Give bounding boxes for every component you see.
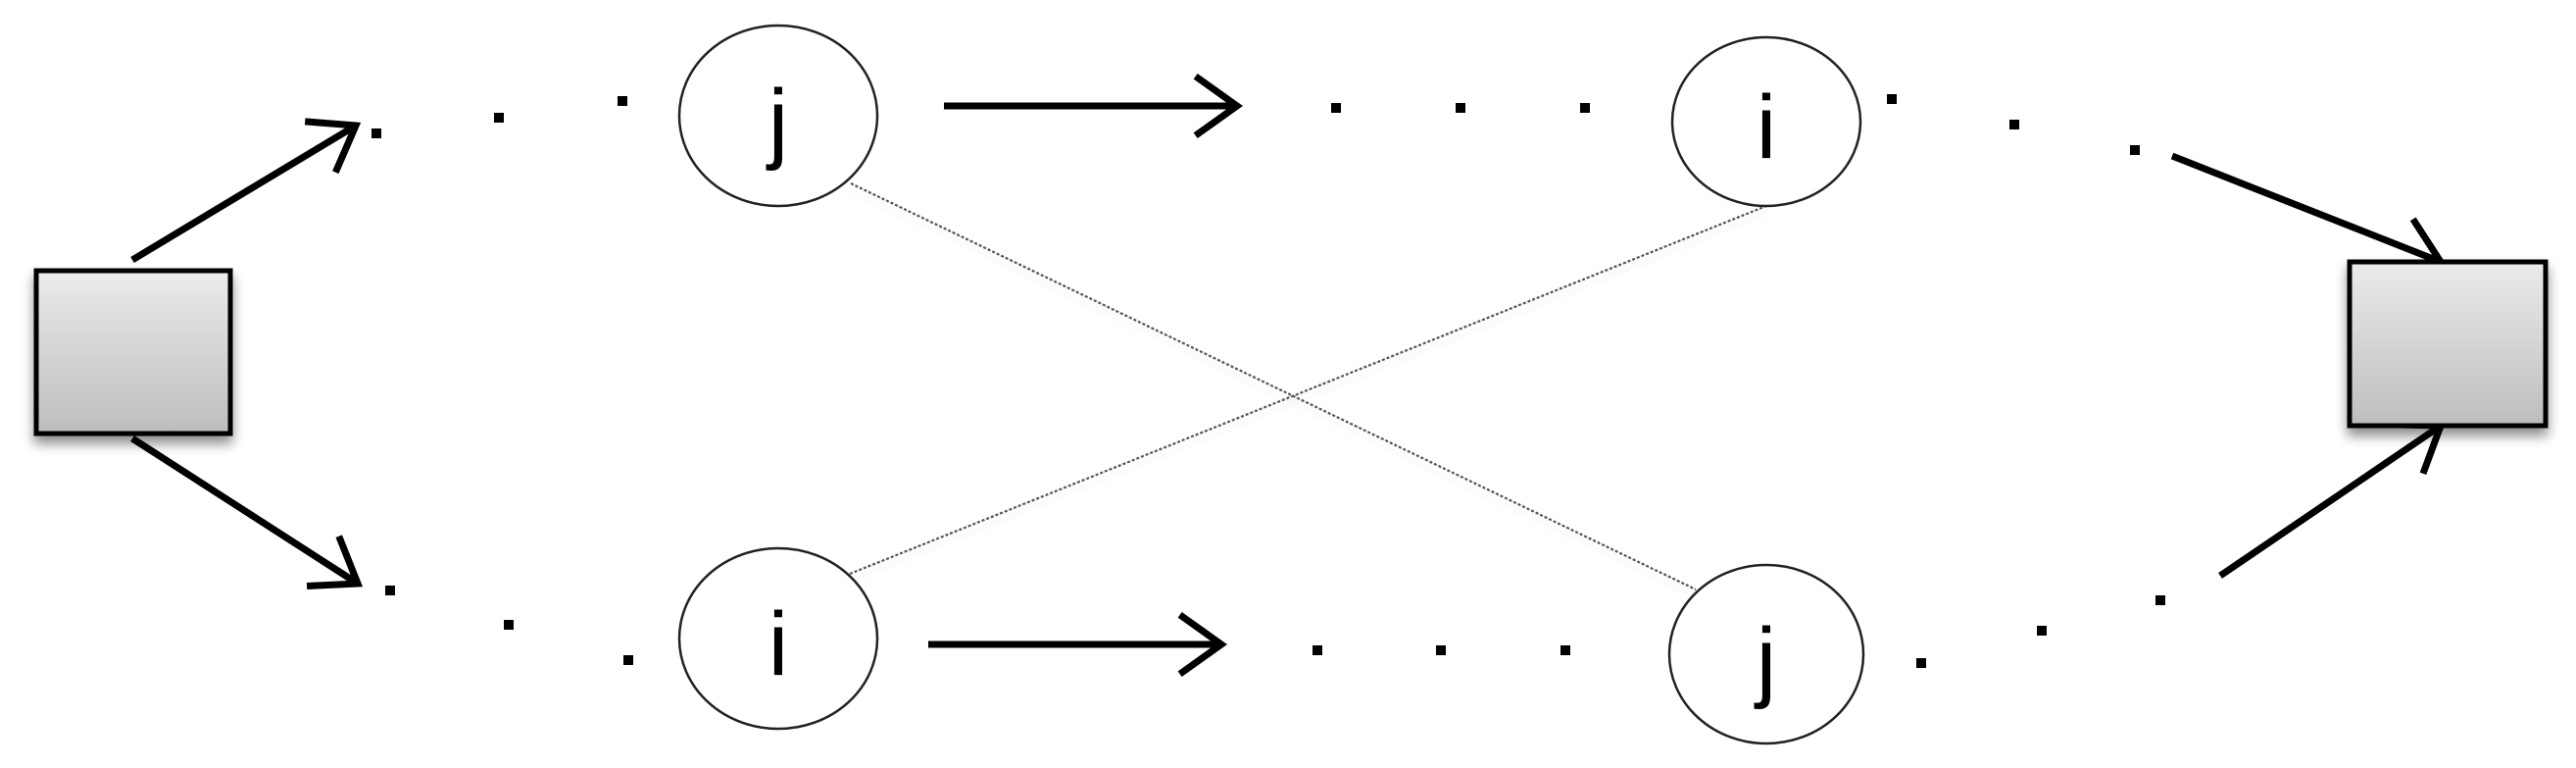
ellipsis-dot	[504, 620, 514, 630]
sink-box	[2347, 259, 2549, 429]
arrowhead-icon	[304, 118, 362, 175]
ellipsis-dot	[2130, 145, 2140, 155]
nodes	[677, 24, 1865, 745]
bottom-right-node	[1667, 563, 1865, 745]
source-to-bottom-arrow	[130, 435, 364, 590]
top-left-node	[677, 24, 879, 208]
cross-links	[849, 182, 1767, 590]
node-label-bottom-right: j	[1756, 610, 1777, 710]
bottom-left-node	[677, 546, 879, 731]
ellipsis-dot	[618, 96, 627, 106]
arrows	[130, 73, 2447, 678]
source-to-top-arrow	[130, 118, 362, 264]
top-right-node	[1670, 35, 1862, 208]
ellipsis-dot	[1887, 94, 1897, 104]
ellipsis-dot	[372, 128, 381, 138]
ellipsis-dot	[1313, 645, 1322, 655]
ellipsis-dot	[1456, 103, 1465, 113]
ellipsis-dot	[623, 655, 633, 665]
ellipsis-dot	[1331, 103, 1341, 113]
arrowhead-icon	[1177, 611, 1228, 678]
ellipsis-dots	[372, 94, 2165, 668]
node-label-top-left: j	[768, 72, 789, 172]
node-label-top-right: i	[1756, 77, 1777, 178]
ellipsis-dot	[2155, 595, 2165, 605]
ellipsis-dot	[1916, 658, 1926, 668]
arrowhead-icon	[1193, 73, 1244, 139]
ellipsis-dot	[2009, 120, 2019, 129]
terminal-boxes	[33, 259, 2549, 436]
j-to-j-link	[850, 182, 1697, 590]
ellipsis-dot	[494, 113, 504, 123]
source-box	[33, 268, 233, 436]
ellipsis-dot	[1436, 645, 1446, 655]
ellipsis-dot	[1560, 645, 1570, 655]
ellipsis-dot	[2037, 626, 2047, 636]
bottom-to-sink-arrow	[2218, 421, 2446, 579]
arrowhead-icon	[306, 535, 364, 590]
bottom-sequence-arrow	[928, 611, 1228, 678]
top-to-sink-arrow	[2170, 152, 2447, 278]
ellipsis-dot	[385, 586, 395, 595]
i-to-i-link	[849, 204, 1767, 576]
top-sequence-arrow	[944, 73, 1244, 139]
node-label-bottom-left: i	[768, 594, 789, 694]
ellipsis-dot	[1580, 103, 1590, 113]
